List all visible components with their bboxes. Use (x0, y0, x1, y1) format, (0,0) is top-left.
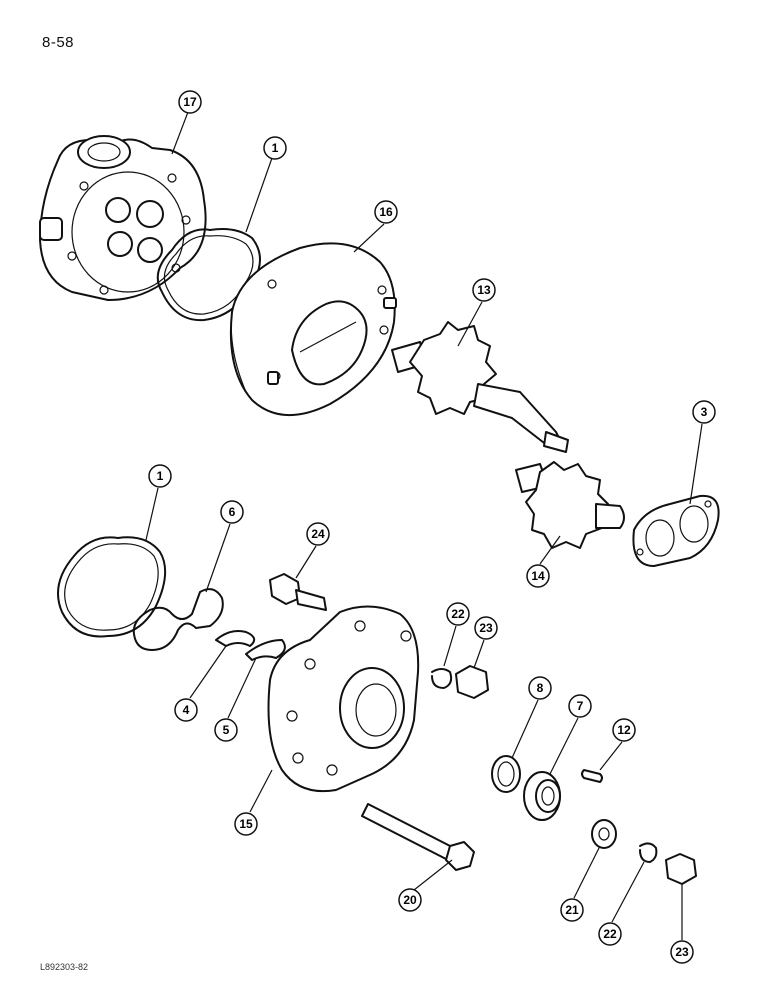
svg-text:6: 6 (229, 505, 236, 519)
long-bolt-part (361, 803, 475, 871)
callout-6: 6 (220, 500, 244, 524)
svg-text:7: 7 (577, 699, 584, 713)
callout-17: 17 (178, 90, 202, 114)
svg-text:8: 8 (537, 681, 544, 695)
svg-text:17: 17 (183, 95, 197, 109)
svg-text:16: 16 (379, 205, 393, 219)
svg-text:14: 14 (531, 569, 545, 583)
flat-washer-part (591, 819, 617, 849)
callout-20: 20 (398, 888, 422, 912)
nut-lower-part (665, 853, 697, 885)
svg-text:22: 22 (603, 927, 617, 941)
ring-part (491, 755, 521, 793)
svg-text:24: 24 (311, 527, 325, 541)
backup-ring-part (245, 639, 286, 661)
bolt-part (269, 573, 327, 611)
lock-washer-lower-part (639, 842, 658, 863)
callout-22-upper: 22 (446, 602, 470, 626)
driven-gear-part (515, 461, 625, 549)
gear-housing-part (229, 242, 397, 416)
callout-15: 15 (234, 812, 258, 836)
callout-23-upper: 23 (474, 616, 498, 640)
callout-21: 21 (560, 898, 584, 922)
callout-5: 5 (214, 718, 238, 742)
key-part (581, 769, 603, 783)
svg-text:4: 4 (183, 703, 190, 717)
callout-3: 3 (692, 400, 716, 424)
wear-plate-part (632, 494, 720, 567)
figure-code: L892303-82 (40, 962, 89, 972)
svg-text:21: 21 (565, 903, 579, 917)
svg-text:23: 23 (675, 945, 689, 959)
seal-large-part (132, 588, 224, 651)
callout-7: 7 (568, 694, 592, 718)
shaft-seal-part (523, 771, 561, 821)
lock-washer-part (431, 668, 453, 689)
rear-cover-part (39, 135, 207, 301)
drive-gear-shaft-part (391, 321, 569, 453)
svg-text:23: 23 (479, 621, 493, 635)
svg-text:5: 5 (223, 723, 230, 737)
leader-lines (145, 111, 703, 940)
callout-22-lower: 22 (598, 922, 622, 946)
svg-text:22: 22 (451, 607, 465, 621)
svg-text:1: 1 (272, 141, 279, 155)
svg-text:1: 1 (157, 469, 164, 483)
callout-8: 8 (528, 676, 552, 700)
nut-part (455, 665, 489, 699)
callout-1-lower: 1 (148, 464, 172, 488)
svg-text:12: 12 (617, 723, 631, 737)
gasket-upper-part (156, 228, 261, 322)
callout-4: 4 (174, 698, 198, 722)
callout-16: 16 (374, 200, 398, 224)
svg-text:15: 15 (239, 817, 253, 831)
svg-text:20: 20 (403, 893, 417, 907)
callout-23-lower: 23 (670, 940, 694, 964)
gasket-lower-part (57, 536, 167, 638)
svg-text:3: 3 (701, 405, 708, 419)
page-number: 8-58 (42, 34, 75, 51)
callout-1-upper: 1 (263, 136, 287, 160)
front-cover-part (267, 605, 420, 793)
seal-small-part (215, 630, 256, 647)
svg-text:13: 13 (477, 283, 491, 297)
callout-12: 12 (612, 718, 636, 742)
callout-14: 14 (526, 564, 550, 588)
callout-24: 24 (306, 522, 330, 546)
callout-13: 13 (472, 278, 496, 302)
